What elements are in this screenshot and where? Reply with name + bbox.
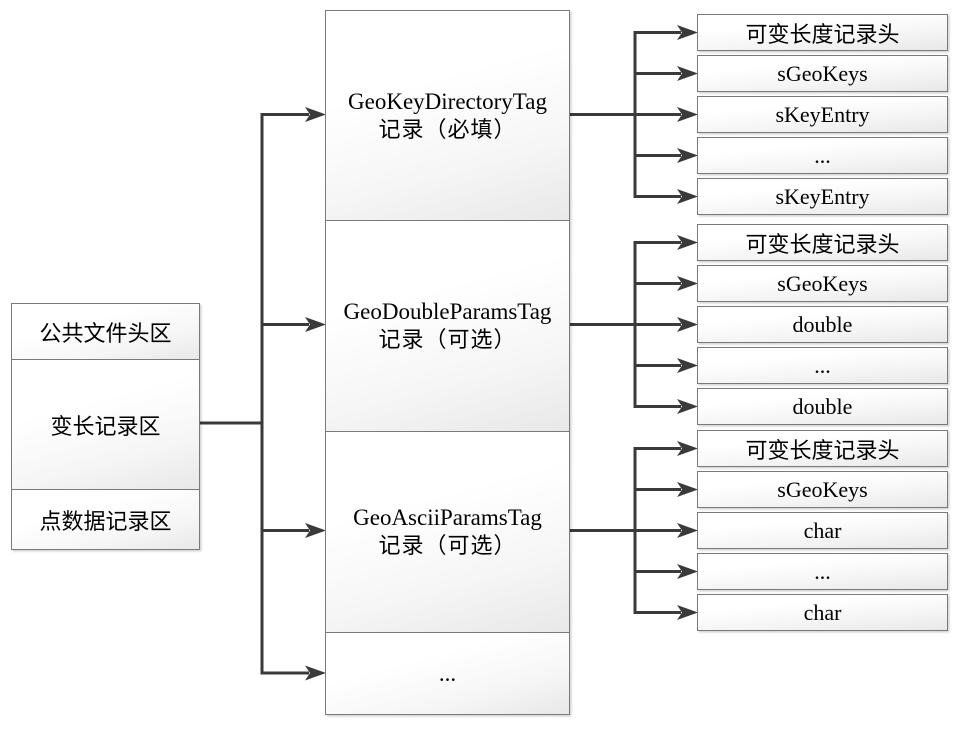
connector-arrowhead bbox=[677, 399, 698, 414]
connector-arrowhead bbox=[677, 276, 698, 291]
connector-arrowhead bbox=[305, 317, 326, 332]
row-ellipsis: ... bbox=[697, 553, 948, 590]
section-label: 变长记录区 bbox=[50, 413, 161, 439]
geodouble-record-layout-stack: 可变长度记录头 sGeoKeys double ... double bbox=[697, 224, 948, 429]
row-char-2: char bbox=[697, 594, 948, 631]
row-ellipsis: ... bbox=[697, 137, 948, 174]
connector-arrowhead bbox=[677, 358, 698, 373]
section-label: 点数据记录区 bbox=[39, 508, 172, 534]
connector-arrowhead bbox=[677, 235, 698, 250]
tag-note: 记录（必填） bbox=[378, 116, 517, 142]
connector-arrowhead bbox=[677, 189, 698, 204]
section-geodoubleparamstag: GeoDoubleParamsTag 记录（可选） bbox=[326, 220, 569, 431]
geokey-record-layout-stack: 可变长度记录头 sGeoKeys sKeyEntry ... sKeyEntry bbox=[697, 14, 948, 219]
section-label: 公共文件头区 bbox=[39, 320, 172, 346]
connector-arrowhead bbox=[677, 482, 698, 497]
tag-note: 记录（可选） bbox=[378, 327, 517, 352]
connector-arrowhead bbox=[305, 107, 326, 122]
row-sgeokeys: sGeoKeys bbox=[697, 265, 948, 302]
geo-tag-records-box: GeoKeyDirectoryTag 记录（必填） GeoDoubleParam… bbox=[325, 10, 570, 715]
connector-arrowhead bbox=[677, 605, 698, 620]
tag-name: GeoKeyDirectoryTag bbox=[348, 88, 547, 114]
connector-arrowhead bbox=[305, 665, 326, 681]
connector-arrowhead bbox=[677, 66, 698, 81]
connector-arrowhead bbox=[677, 564, 698, 579]
section-geoasciiparamstag: GeoAsciiParamsTag 记录（可选） bbox=[326, 431, 569, 632]
row-sgeokeys: sGeoKeys bbox=[697, 471, 948, 508]
connector-arrowhead bbox=[677, 107, 698, 122]
connector-arrowhead bbox=[677, 441, 698, 456]
section-ellipsis: ... bbox=[326, 632, 569, 714]
tag-name: GeoAsciiParamsTag bbox=[353, 505, 542, 530]
row-double-2: double bbox=[697, 388, 948, 425]
row-double: double bbox=[697, 306, 948, 343]
connector-arrowhead bbox=[677, 523, 698, 538]
row-vlr-header: 可变长度记录头 bbox=[697, 224, 948, 261]
section-point-data-records: 点数据记录区 bbox=[12, 489, 199, 549]
section-geokeydirectorytag: GeoKeyDirectoryTag 记录（必填） bbox=[326, 11, 569, 220]
row-vlr-header: 可变长度记录头 bbox=[697, 14, 948, 51]
geoascii-record-layout-stack: 可变长度记录头 sGeoKeys char ... char bbox=[697, 430, 948, 635]
las-file-structure-box: 公共文件头区 变长记录区 点数据记录区 bbox=[11, 303, 200, 550]
row-skeyentry: sKeyEntry bbox=[697, 96, 948, 133]
ellipsis-label: ... bbox=[438, 660, 457, 686]
section-public-file-header: 公共文件头区 bbox=[12, 304, 199, 359]
connector-arrowhead bbox=[677, 317, 698, 332]
section-variable-length-records: 变长记录区 bbox=[12, 359, 199, 489]
connector-arrowhead bbox=[677, 148, 698, 163]
row-ellipsis: ... bbox=[697, 347, 948, 384]
row-vlr-header: 可变长度记录头 bbox=[697, 430, 948, 467]
tag-name: GeoDoubleParamsTag bbox=[343, 299, 552, 324]
row-skeyentry-2: sKeyEntry bbox=[697, 178, 948, 215]
connector-arrowhead bbox=[305, 523, 326, 538]
row-sgeokeys: sGeoKeys bbox=[697, 55, 948, 92]
row-char: char bbox=[697, 512, 948, 549]
tag-note: 记录（可选） bbox=[378, 533, 517, 558]
connector-arrowhead bbox=[677, 25, 698, 40]
